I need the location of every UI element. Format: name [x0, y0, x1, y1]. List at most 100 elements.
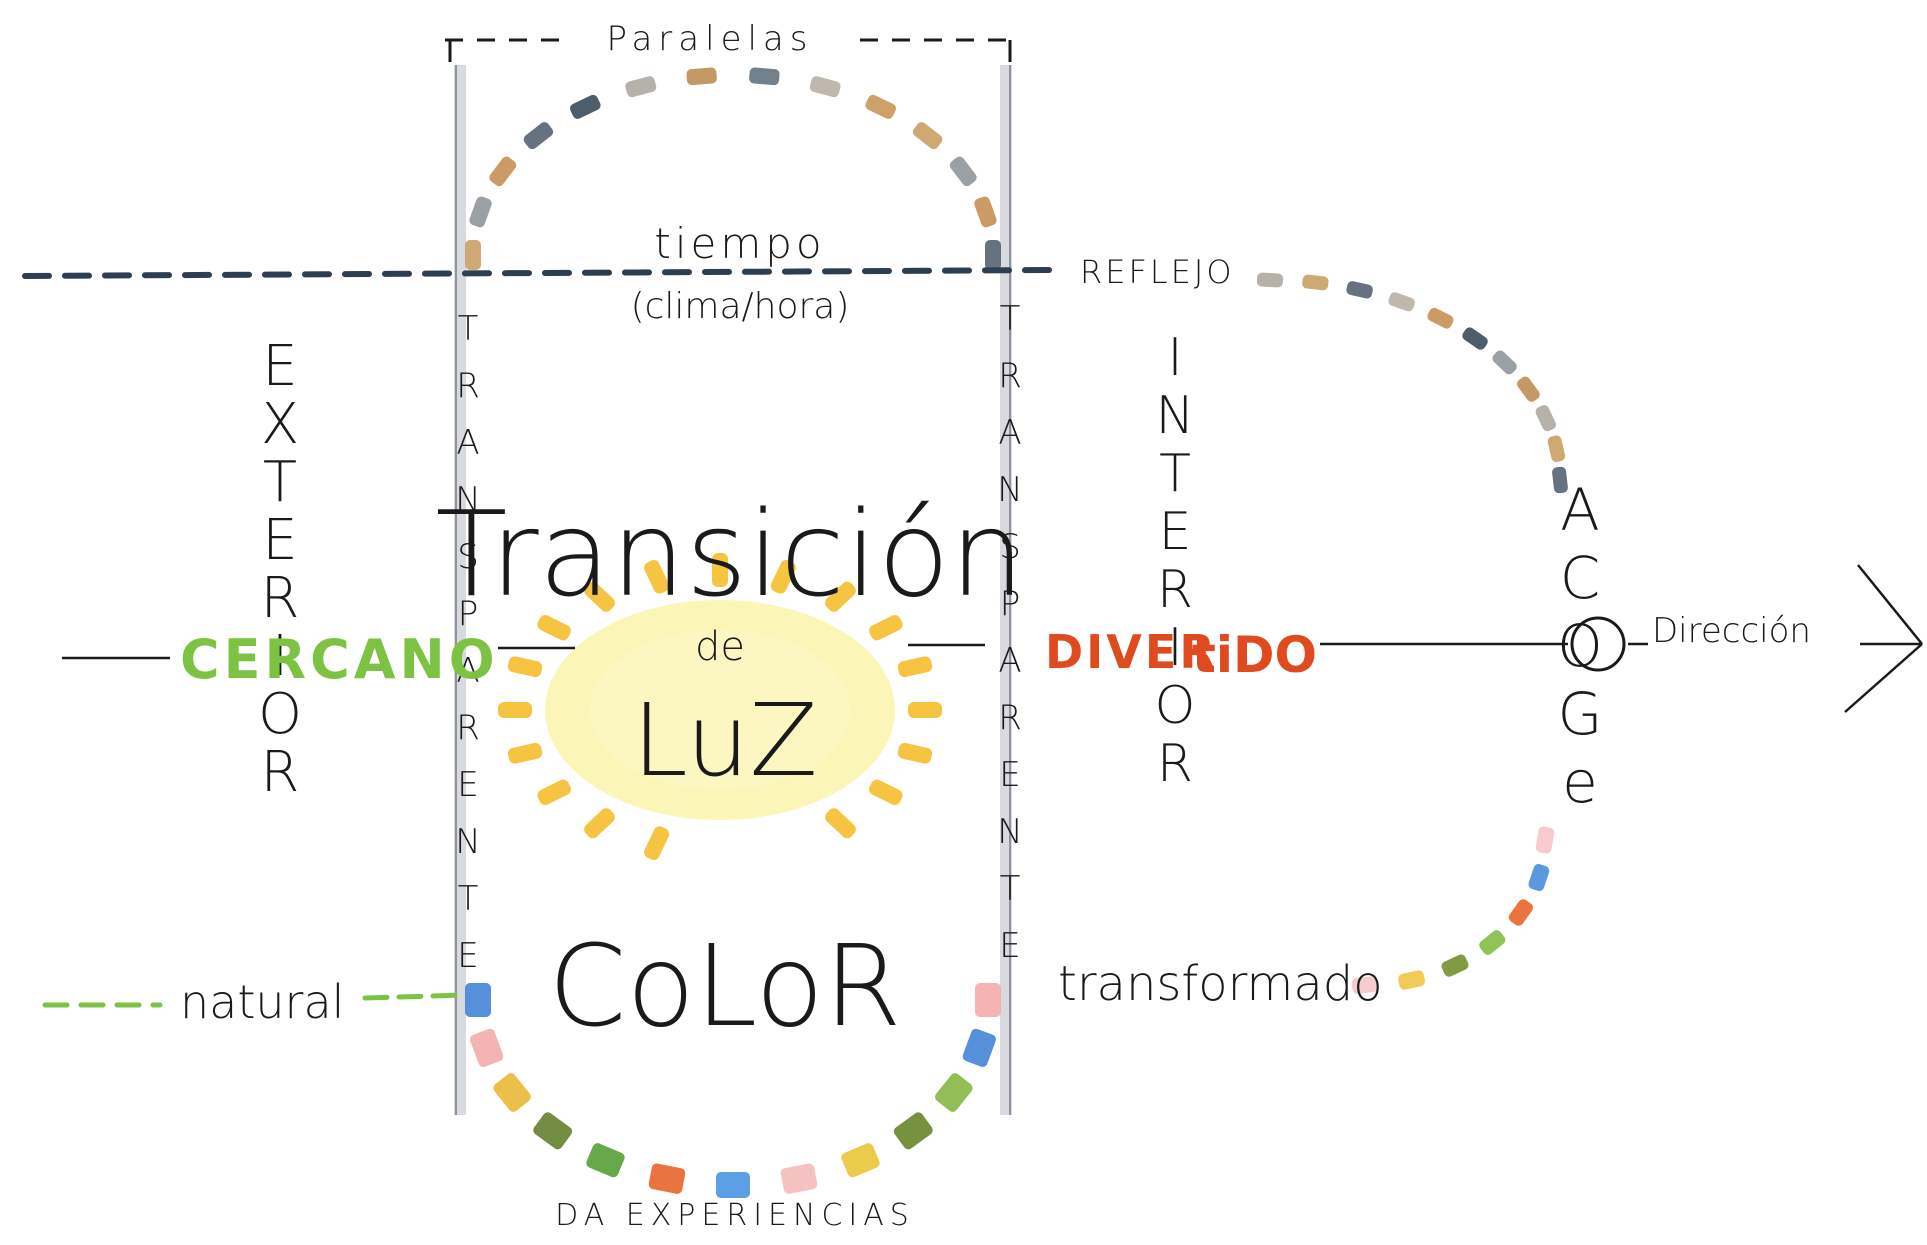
- vertical-letter: E: [457, 936, 478, 976]
- vertical-letter: E: [999, 755, 1020, 795]
- bottom-arch-dash: [841, 1143, 880, 1178]
- vertical-letter: C: [1560, 544, 1601, 612]
- vertical-letter: T: [458, 309, 479, 349]
- paralelas-label: Paralelas: [607, 19, 814, 59]
- sun-ray: [644, 560, 670, 594]
- natural-label: natural: [180, 975, 344, 1029]
- vertical-letter: E: [999, 926, 1020, 966]
- right-arch-dash: [1441, 954, 1469, 977]
- vertical-letter: T: [458, 879, 479, 919]
- luz-label: LuZ: [632, 682, 818, 799]
- right-arch-dash: [1479, 930, 1506, 955]
- right-arch-dash: [1547, 435, 1566, 462]
- sun-ray: [825, 581, 856, 612]
- sun-ray: [712, 553, 728, 587]
- vertical-letter: O: [258, 682, 302, 747]
- sun-icon: [498, 553, 942, 860]
- vertical-letter: N: [997, 812, 1022, 852]
- sun-ray: [584, 581, 615, 612]
- top-arch-dash: [569, 94, 601, 119]
- de-label: de: [695, 624, 745, 670]
- top-arch-dash: [465, 240, 481, 270]
- right-arch-dash: [1528, 863, 1550, 892]
- bottom-arch-dashes: [465, 983, 1001, 1198]
- bottom-arch-dash: [935, 1073, 973, 1112]
- tiempo-label: tiempo: [654, 219, 825, 268]
- vertical-letter: R: [261, 566, 300, 631]
- left-pillar: [454, 65, 466, 1115]
- right-arch-dash: [1388, 292, 1415, 312]
- color-label: CoLoR: [548, 922, 902, 1052]
- vertical-letter: N: [1156, 386, 1195, 446]
- vertical-letter: R: [456, 366, 480, 406]
- transformado-label: transformado: [1058, 956, 1383, 1012]
- right-arch-dash: [1346, 281, 1373, 299]
- vertical-letter: A: [456, 651, 479, 691]
- vertical-letter: E: [1159, 502, 1192, 562]
- natural-line: [42, 992, 468, 1008]
- arrow-head-icon: [1844, 564, 1923, 713]
- direction-line: [62, 642, 1920, 660]
- sun-ray: [825, 808, 856, 839]
- sun-ray: [908, 702, 942, 718]
- sun-ray: [584, 808, 615, 839]
- vertical-letter: I: [1167, 618, 1182, 678]
- right-arch-dash: [1256, 272, 1284, 288]
- divertido-label-2: tiDO: [1192, 626, 1317, 684]
- vertical-letter: G: [1558, 680, 1603, 748]
- bottom-arch-dash: [493, 1073, 531, 1112]
- vertical-letter: E: [262, 334, 297, 399]
- vertical-letter: T: [1159, 444, 1191, 504]
- right-arch-dash: [1508, 899, 1533, 926]
- clima-hora-label: (clima/hora): [631, 286, 850, 327]
- vertical-letter: T: [1000, 299, 1021, 339]
- sun-ray: [644, 826, 670, 860]
- top-arch-dash: [749, 67, 780, 86]
- top-arch-dashes: [465, 67, 1001, 270]
- divertido-label-1: DIVER: [1045, 625, 1218, 679]
- acoge-ring: [1570, 616, 1626, 672]
- bottom-arch-dash: [648, 1163, 686, 1194]
- vertical-letter: A: [998, 641, 1021, 681]
- bottom-arch-dash: [975, 983, 1001, 1017]
- sun-ray: [537, 615, 571, 641]
- vertical-letter: N: [455, 822, 480, 862]
- bottom-arch-dash: [465, 983, 491, 1017]
- vertical-letter: R: [1157, 560, 1193, 620]
- vertical-letter: P: [458, 594, 479, 634]
- sun-ray: [897, 656, 933, 678]
- top-arch-dash: [809, 76, 841, 98]
- right-arch-dash: [1517, 376, 1540, 402]
- sun-ray: [770, 560, 796, 594]
- vertical-letter: T: [1000, 869, 1021, 909]
- sun-ray: [869, 779, 903, 805]
- reflejo-label: REFLEJO: [1080, 253, 1235, 291]
- top-arch-dash: [912, 122, 943, 150]
- right-arch-dash: [1302, 274, 1329, 291]
- vertical-letter: S: [999, 527, 1021, 567]
- bottom-arch-dash: [962, 1028, 996, 1067]
- paralelas-bracket: [445, 38, 1012, 62]
- sun-ray: [498, 702, 532, 718]
- direccion-label: Dirección: [1652, 611, 1811, 651]
- right-pillar: [1000, 65, 1012, 1115]
- sun-ray: [507, 656, 543, 678]
- top-arch-dash: [625, 76, 657, 98]
- vertical-letter: T: [263, 450, 297, 515]
- top-arch-dash: [469, 196, 492, 228]
- vertical-letter: I: [1167, 328, 1182, 388]
- vertical-letter: A: [1560, 476, 1600, 544]
- sun-ray: [869, 615, 903, 641]
- bottom-arch-dash: [780, 1163, 818, 1194]
- vertical-letter: S: [457, 537, 479, 577]
- sun-ray: [537, 779, 571, 805]
- vertical-letter: e: [1562, 748, 1598, 816]
- right-arch-dash: [1552, 466, 1568, 494]
- vertical-letter: A: [998, 413, 1021, 453]
- right-arch-dash: [1535, 826, 1555, 854]
- top-arch-dash: [985, 240, 1001, 270]
